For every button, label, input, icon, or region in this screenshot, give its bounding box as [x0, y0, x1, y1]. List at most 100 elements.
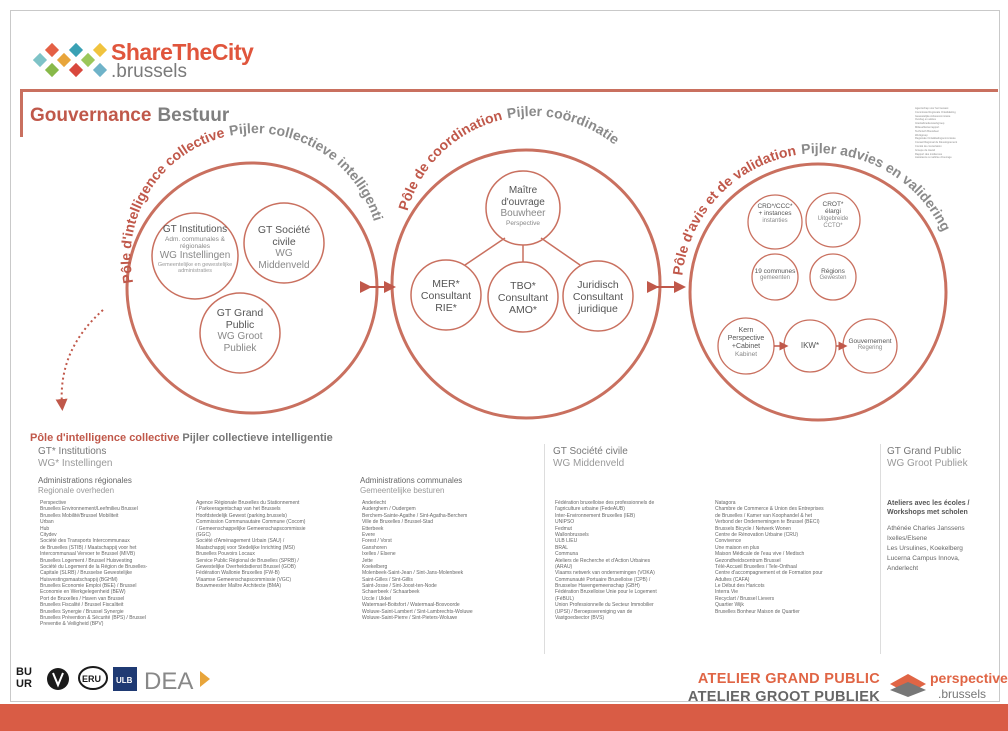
list-item: Anderlecht — [362, 500, 386, 506]
list-item: Service Public Régional de Bruxelles (SP… — [196, 557, 299, 564]
list-item: Agence Régionale Bruxelles du Stationnem… — [196, 500, 300, 506]
list-item: Bruxelles Économie Emploi (BEE) / Brusse… — [40, 583, 137, 590]
legend-line: Comité de concertation — [915, 144, 942, 148]
perspective-logo-icon — [890, 674, 926, 697]
ulb-logo-icon — [113, 667, 137, 691]
list-item: Vastgoedsector (BVS) — [555, 615, 605, 622]
list-item: Bruxelles Prévention & Sécurité (BPS) / … — [40, 615, 146, 622]
list-item: Union Professionnelle du Secteur Immobil… — [555, 602, 654, 609]
list-item: Télé-Accueil Bruxelles / Tele-Onthaal — [715, 563, 797, 570]
gt-institutions-circle — [151, 212, 239, 300]
list-item: de Bruxelles / Kamer van Koophandel & he… — [715, 512, 813, 519]
list-item: Bruxelles Pouvoirs Locaux — [196, 551, 255, 558]
list-item: Quartier Wijk — [715, 602, 744, 609]
list-item: Bruxelles Logement / Brussel Huisvesting — [40, 557, 133, 564]
list-item: Saint-Gilles / Sint-Gillis — [362, 576, 413, 583]
juridisch-circle — [562, 260, 634, 332]
list-item: Preventie & Veiligheid (BPV) — [40, 621, 104, 628]
list-item: Ville de Bruxelles / Brussel-Stad — [362, 519, 434, 526]
legend-line: Interkabinettenwerkgroep — [915, 122, 945, 126]
dea-logo: DEA — [144, 668, 193, 693]
list-item: Adultes (CAFA) — [715, 576, 750, 583]
legend-line: Milieueffectenrapport — [915, 125, 940, 129]
ikw-label: IKW* — [800, 341, 820, 350]
eru-logo-icon — [78, 666, 108, 690]
list-item: Commission Communautaire Commune (Cocom) — [196, 519, 306, 526]
list-item: Etterbeek — [362, 525, 384, 532]
brand-city: .brussels — [111, 61, 188, 82]
svg-text:BU: BU — [16, 666, 32, 678]
mer-circle — [410, 259, 482, 331]
gt-societe-civile-label: GT Société civile WG Middenveld — [257, 224, 311, 271]
list-item: Bruxelles Environnement/Leefmilieu Bruss… — [40, 506, 138, 513]
separator — [544, 444, 545, 654]
sharethecity-logo-icon — [33, 42, 108, 78]
gt-grand-public-circle — [199, 292, 281, 374]
list-item: Woluwe-Saint-Lambert / Sint-Lambrechts-W… — [362, 608, 473, 615]
list-item: Saint-Josse / Sint-Joost-ten-Node — [362, 583, 437, 590]
list-item: Maison Médicale de l'eau vive / Medisch — [715, 551, 805, 558]
list-item: Urban — [40, 519, 54, 526]
list-item: Le Début des Haricots — [715, 583, 765, 590]
perspective-suffix: .brussels — [938, 687, 987, 701]
list-item: l'agriculture urbaine (FedeAUB) — [555, 506, 625, 513]
list-item: Capitale (SLRB) / Brusselse Gewestelijke — [40, 570, 132, 577]
schools-title: Ateliers avec les écoles /Workshops met … — [887, 500, 970, 516]
list-item: / Gemeenschappelijke Gemeenschapscommiss… — [196, 525, 306, 532]
poster-frame: ShareTheCity .brussels Agentschap voor h… — [10, 10, 1000, 702]
list-item: Centre d'accompagnement et de Formation … — [715, 570, 823, 577]
list-item: Bruxelles Bonheur Maison de Quartier — [715, 608, 800, 615]
bottom-bar — [0, 704, 1008, 731]
section-title: Pôle d'intelligence collective Pijler co… — [30, 432, 333, 444]
list-item: Port de Bruxelles / Haven van Brussel — [40, 595, 125, 602]
perspective-name: perspective — [930, 670, 1008, 686]
brand-name: ShareTheCity — [111, 39, 254, 65]
list-item: Communa — [555, 551, 579, 558]
list-item: (UPSI) / Beroepsvereniging van de — [555, 608, 633, 615]
list-item: Intercommunaal Vervoer te Brussel (MIVB) — [40, 551, 136, 558]
list-item: Chambre de Commerce & Union des Entrepri… — [715, 506, 824, 513]
regions-circle — [809, 253, 857, 301]
list-item: Verbond der Ondernemingen te Brussel (BE… — [715, 519, 820, 526]
dotted-arrow — [55, 309, 104, 411]
legend-line: Regionale Ontwikkelingscommissie — [915, 137, 956, 141]
list-item: Convivence — [715, 538, 742, 545]
list-item: Recyclart / Brussel Lievers — [715, 595, 775, 602]
list-item: Fédération bruxelloise des professionnel… — [555, 500, 655, 506]
list-item: Fedmut — [555, 525, 572, 532]
list-item: (GGC) — [196, 531, 211, 538]
legend-line: Commissie Regionale Ontwikkeling — [915, 110, 956, 114]
legend-line: Conseil Régional du Développement — [915, 141, 958, 145]
list-item: Une maison en plus — [715, 544, 760, 551]
list-item: Maatschappij voor Stedelijke Inrichting … — [196, 544, 295, 551]
list-item: Uccle / Ukkel — [362, 595, 392, 602]
legend-line: Gewestelijke Adviescommissie — [915, 114, 951, 118]
pole-3-circle — [688, 162, 948, 422]
list-item: Gezondheidscentrum Brussel — [715, 557, 781, 564]
list-item: Natagora — [715, 500, 736, 506]
list-item: Communauté Portuaire Bruxelloise (CPB) / — [555, 576, 651, 583]
list-item: Brussels Bicycle / Netwerk Wonen — [715, 525, 792, 532]
list-item: Citydev — [40, 531, 57, 538]
maitre-ouvrage-label: Maître d'ouvrage Bouwheer Perspective — [500, 185, 546, 227]
crot-circle — [805, 192, 861, 248]
list-item: Wallonbrussels — [555, 531, 589, 538]
list-item: Brusselse Havengemeenschap (GBH) — [555, 583, 640, 590]
list-item: Ganshoren — [362, 544, 387, 551]
list-item: Schaerbeek / Schaarbeek — [362, 589, 420, 596]
